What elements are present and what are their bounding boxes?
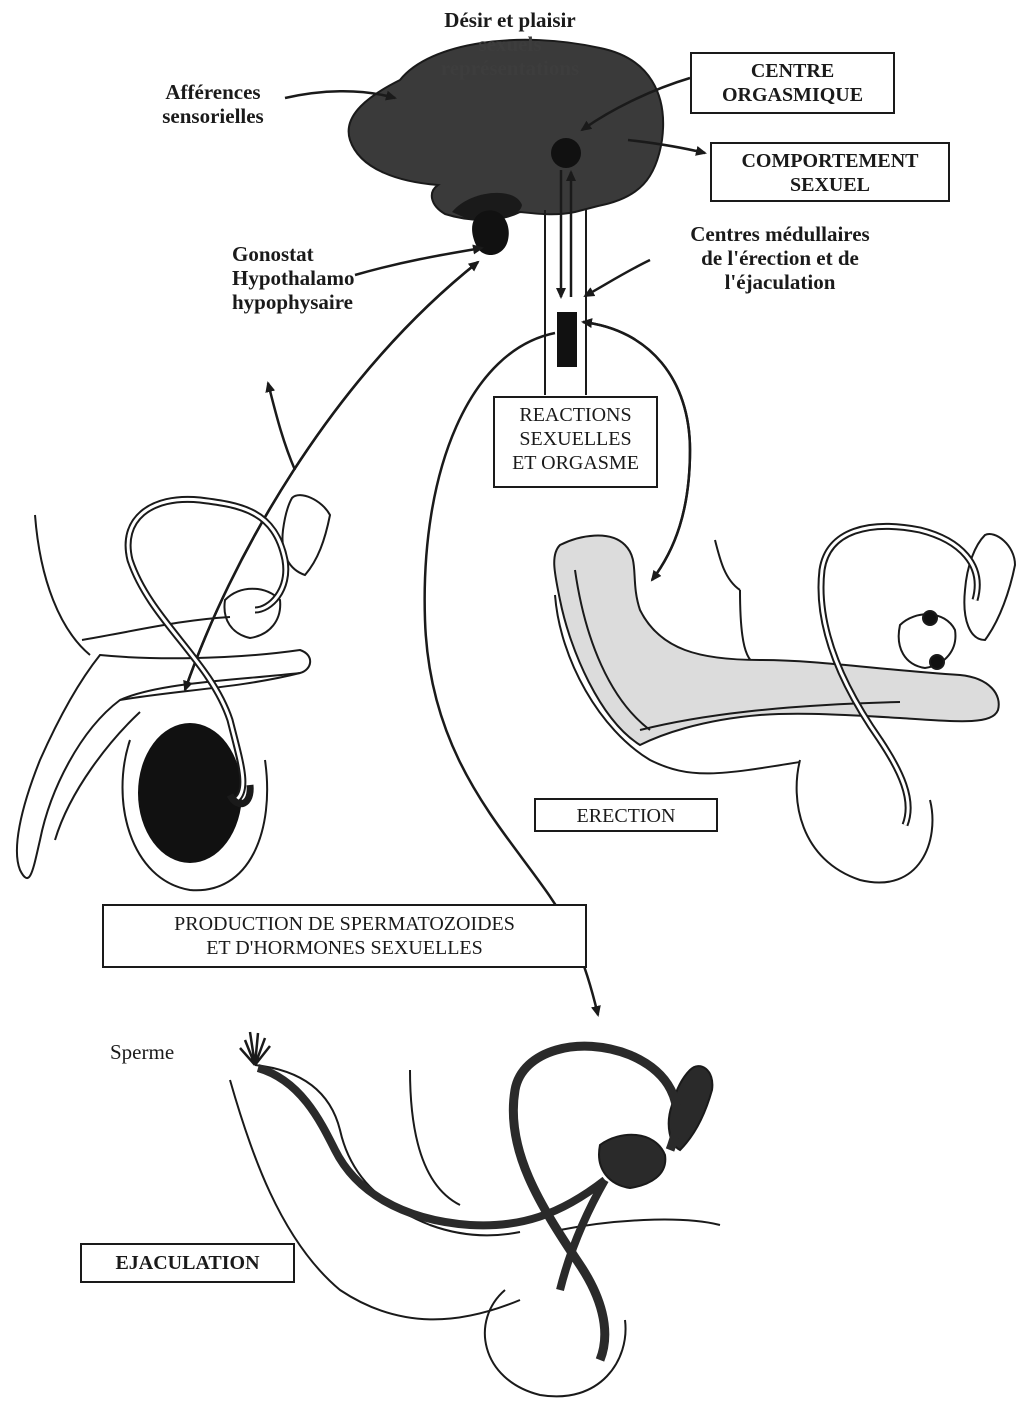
gonostat-testis-arrow-down	[185, 262, 478, 690]
centres-medullaires-arrow	[585, 260, 650, 296]
production-line1: PRODUCTION DE SPERMATOZOIDES	[104, 912, 585, 936]
right-bladder	[964, 534, 1015, 640]
desir-label-line1: Désir et plaisir	[400, 8, 620, 32]
bottom-spurt	[240, 1032, 270, 1065]
right-abdomen-line	[715, 540, 740, 590]
bottom-anatomy-figure	[230, 1032, 720, 1396]
desir-label-line3: représentations	[400, 56, 620, 80]
erection-box: ERECTION	[534, 798, 718, 832]
centre-orgasmique-box: CENTRE ORGASMIQUE	[690, 52, 895, 114]
centres-medullaires-label: Centres médullaires de l'érection et de …	[650, 222, 910, 294]
right-body-outline	[740, 590, 760, 665]
centres-label-line3: l'éjaculation	[650, 270, 910, 294]
bottom-body-line	[410, 1070, 460, 1205]
gonostat-arrow	[355, 248, 482, 275]
comportement-sexuel-box: COMPORTEMENT SEXUEL	[710, 142, 950, 202]
left-body-outline	[35, 515, 90, 655]
reactions-line3: ET ORGASME	[495, 451, 656, 475]
desir-label: Désir et plaisir sexuels représentations	[400, 8, 620, 80]
hormone-feedback-arrow	[268, 383, 295, 470]
gonostat-testis-arrow-up	[185, 262, 478, 690]
desir-label-line2: sexuels	[400, 32, 620, 56]
reactions-sexuelles-box: REACTIONS SEXUELLES ET ORGASME	[493, 396, 658, 488]
production-box: PRODUCTION DE SPERMATOZOIDES ET D'HORMON…	[102, 904, 587, 968]
centre-orgasmique-line1: CENTRE	[692, 59, 893, 83]
afferences-label: Afférences sensorielles	[138, 80, 288, 128]
ejaculation-label: EJACULATION	[82, 1251, 293, 1275]
erection-label: ERECTION	[536, 804, 716, 828]
gonostat-label-line1: Gonostat	[232, 242, 355, 266]
right-scrotum	[797, 760, 933, 883]
sperme-label: Sperme	[110, 1040, 174, 1064]
centres-label-line2: de l'érection et de	[650, 246, 910, 270]
afferences-label-line2: sensorielles	[138, 104, 288, 128]
left-anatomy-figure	[17, 495, 330, 890]
spinal-center-block	[557, 312, 577, 367]
comportement-line1: COMPORTEMENT	[712, 149, 948, 173]
spinal-cord	[545, 210, 586, 395]
reactions-line2: SEXUELLES	[495, 427, 656, 451]
right-valve-upper	[923, 611, 937, 625]
right-valve-lower	[930, 655, 944, 669]
gonostat-label-line3: hypophysaire	[232, 290, 355, 314]
orgasmic-center	[551, 138, 581, 168]
left-bladder	[282, 495, 330, 575]
left-prostate	[224, 589, 280, 638]
centres-label-line1: Centres médullaires	[650, 222, 910, 246]
bottom-urethra	[258, 1068, 605, 1225]
left-testis	[138, 723, 242, 863]
ejaculation-box: EJACULATION	[80, 1243, 295, 1283]
brain	[349, 40, 663, 395]
centre-orgasmique-line2: ORGASMIQUE	[692, 83, 893, 107]
production-line2: ET D'HORMONES SEXUELLES	[104, 936, 585, 960]
comportement-line2: SEXUEL	[712, 173, 948, 197]
right-erectile-tissue	[554, 536, 999, 745]
gonostat-label-line2: Hypothalamo	[232, 266, 355, 290]
reactions-line1: REACTIONS	[495, 403, 656, 427]
afferences-label-line1: Afférences	[138, 80, 288, 104]
bottom-prostate	[599, 1135, 665, 1188]
gonostat-label: Gonostat Hypothalamo hypophysaire	[232, 242, 355, 314]
